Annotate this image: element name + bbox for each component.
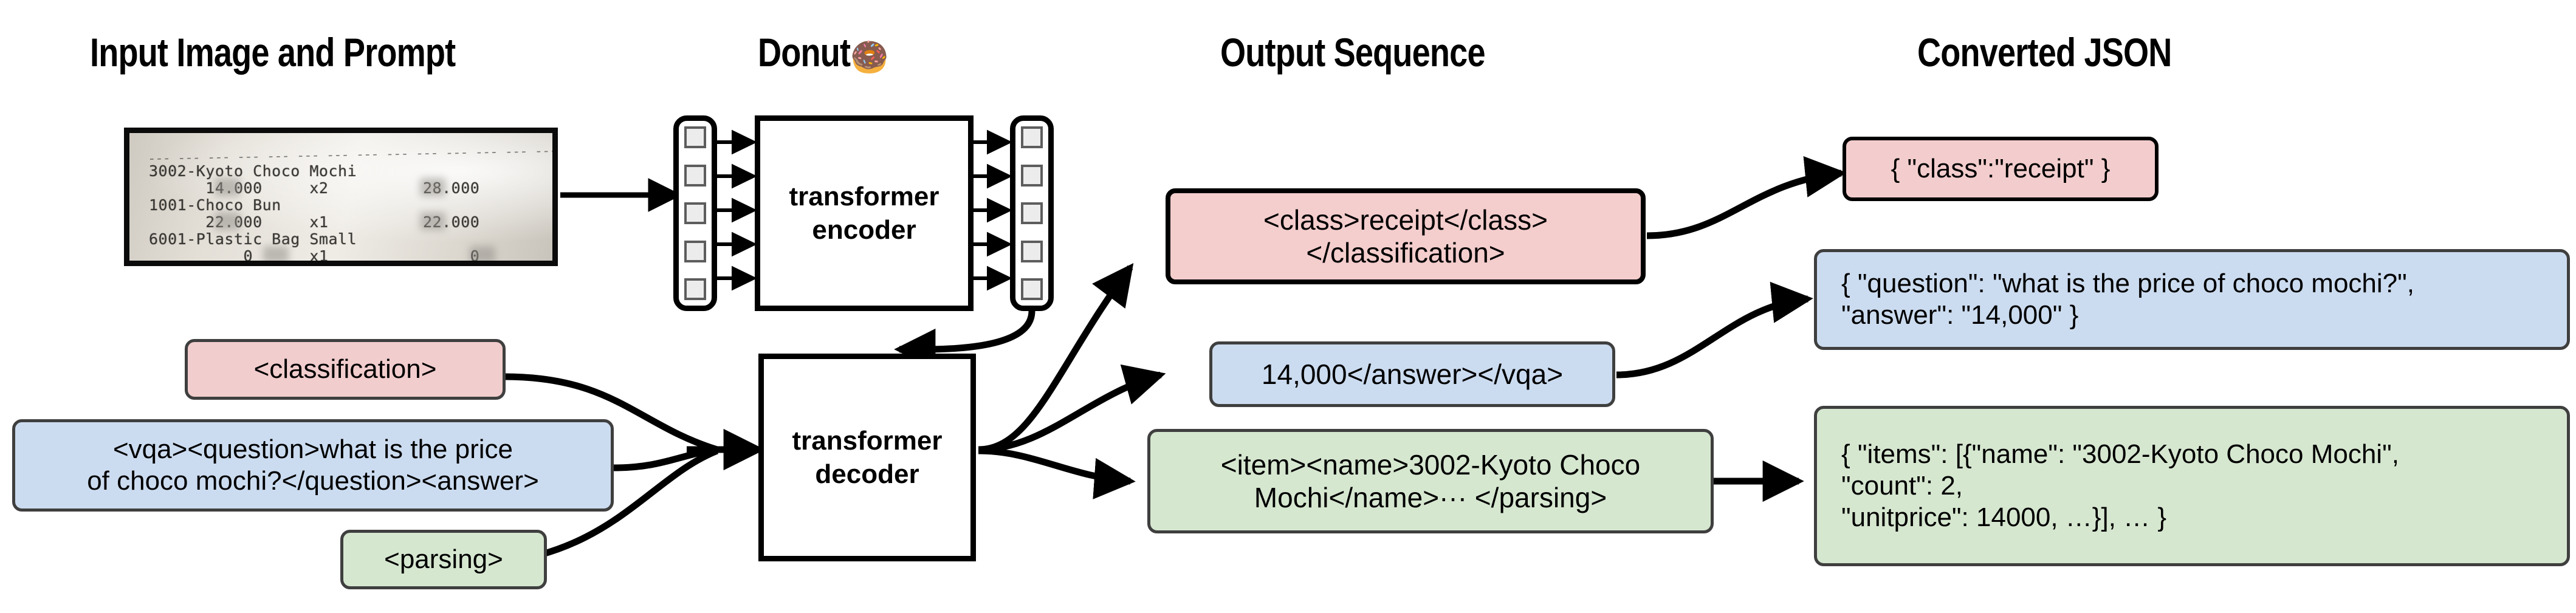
converted-json-parsing[interactable]: { "items": [{"name": "3002-Kyoto Choco M… [1814, 406, 2570, 566]
receipt-line-5: 6001-Plastic Bag Small [149, 230, 357, 248]
output-sequence-classification[interactable]: <class>receipt</class> </classification> [1166, 188, 1646, 284]
transformer-decoder-block: transformer decoder [758, 354, 976, 561]
edge-decoder-to-vqa-output [978, 364, 1166, 453]
receipt-redaction-1 [215, 178, 240, 196]
token-cell [684, 202, 706, 224]
receipt-redaction-3 [215, 212, 240, 230]
receipt-redaction-4 [420, 212, 445, 230]
token-cell [1021, 278, 1043, 300]
token-cell [1021, 164, 1043, 187]
header-converted-json: Converted JSON [1917, 30, 2172, 75]
edge-vqa-output-to-json [1616, 281, 1813, 378]
input-receipt-image: --- --- --- --- --- --- --- --- --- --- … [124, 128, 558, 266]
token-cell [684, 240, 706, 262]
converted-json-vqa[interactable]: { "question": "what is the price of choc… [1814, 249, 2570, 350]
edge-decoder-to-parsing-output [978, 447, 1136, 499]
output-sequence-vqa[interactable]: 14,000</answer></vqa> [1209, 341, 1615, 407]
receipt-paper-texture [129, 133, 552, 261]
receipt-line-3: 1001-Choco Bun [149, 196, 281, 214]
header-donut-label: Donut [758, 30, 851, 75]
output-sequence-parsing[interactable]: <item><name>3002-Kyoto Choco Mochi</name… [1147, 429, 1714, 533]
header-donut: Donut🍩 [758, 29, 888, 77]
receipt-line-6: 0 x1 0 [149, 247, 480, 265]
token-cell [684, 164, 706, 187]
receipt-redaction-5 [263, 246, 289, 261]
token-cell [684, 126, 706, 148]
prompt-classification[interactable]: <classification> [185, 339, 506, 400]
token-cell [684, 278, 706, 300]
receipt-redaction-2 [420, 178, 445, 196]
prompt-parsing[interactable]: <parsing> [340, 530, 547, 589]
edge-decoder-to-class-output [978, 262, 1134, 453]
token-cell [1021, 126, 1043, 148]
encoder-input-token-strip [673, 115, 717, 311]
edge-class-output-to-json [1646, 156, 1847, 239]
header-output-sequence: Output Sequence [1220, 30, 1486, 75]
transformer-encoder-block: transformer encoder [755, 115, 974, 311]
converted-json-classification[interactable]: { "class":"receipt" } [1843, 137, 2159, 201]
token-cell [1021, 202, 1043, 224]
prompt-vqa[interactable]: <vqa><question>what is the price of choc… [12, 419, 614, 512]
edge-encoder-to-decoder [894, 310, 1036, 371]
donut-icon: 🍩 [850, 36, 888, 78]
receipt-redaction-6 [470, 246, 495, 261]
header-input-image-and-prompt: Input Image and Prompt [90, 30, 456, 75]
edge-vqa-to-decoder [613, 446, 718, 471]
token-cell [1021, 240, 1043, 262]
receipt-line-1: 3002-Kyoto Choco Mochi [149, 162, 357, 180]
encoder-output-token-strip [1010, 115, 1054, 311]
